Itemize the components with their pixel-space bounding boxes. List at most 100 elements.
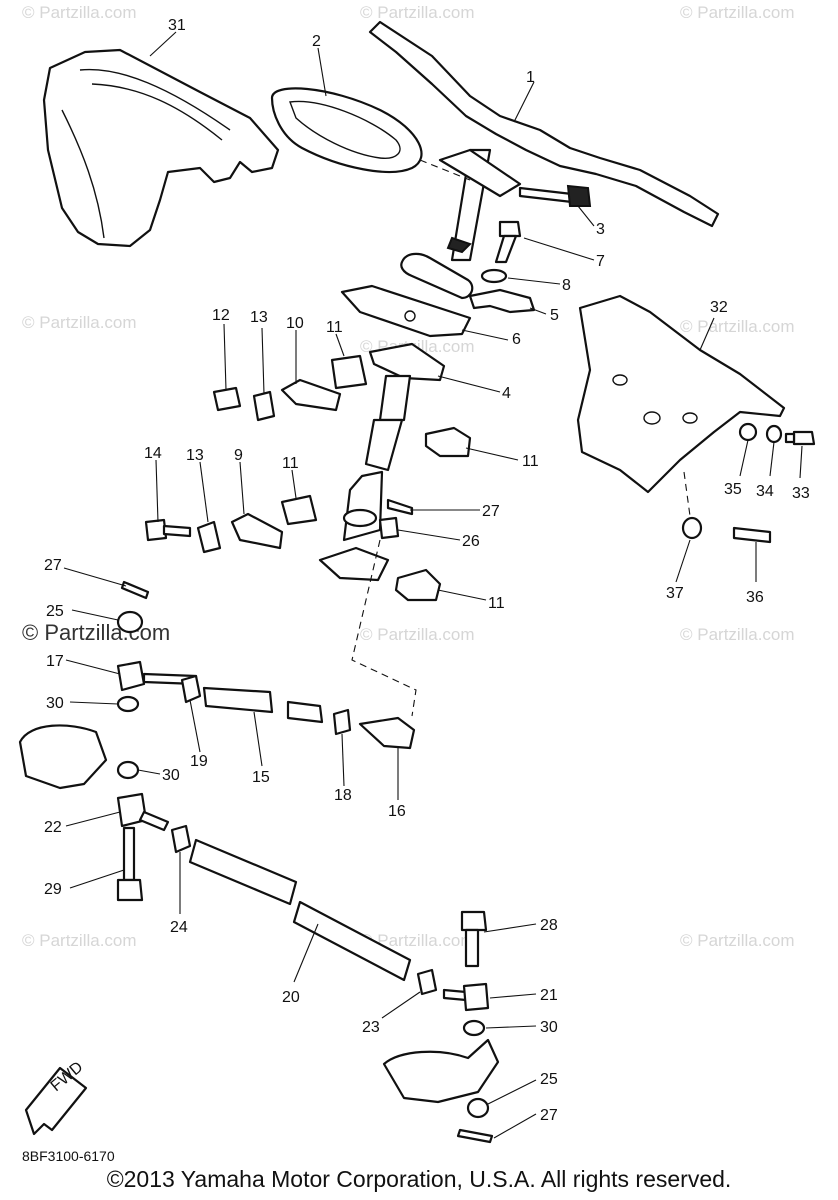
part-ball-joint-17 — [116, 660, 146, 692]
part-bushing-11c — [330, 354, 368, 390]
callout-16: 16 — [388, 803, 406, 820]
part-grommet-37 — [681, 516, 703, 540]
callout-13a: 13 — [250, 309, 268, 326]
part-washer-30b — [116, 760, 140, 780]
watermark-prominent: © Partzilla.com — [22, 620, 170, 645]
part-rod-15b — [286, 700, 324, 724]
callout-37: 37 — [666, 585, 684, 602]
callout-22: 22 — [44, 819, 62, 836]
fwd-arrow-icon: FWD — [24, 1059, 88, 1136]
callout-31: 31 — [168, 17, 186, 34]
callout-30a: 30 — [46, 695, 64, 712]
watermark: © Partzilla.com — [22, 313, 137, 332]
callout-10: 10 — [286, 315, 304, 332]
callout-12: 12 — [212, 307, 230, 324]
watermark: © Partzilla.com — [22, 3, 137, 22]
watermark: © Partzilla.com — [680, 625, 795, 644]
part-rod-20b — [292, 900, 412, 982]
callout-30c: 30 — [540, 1019, 558, 1036]
part-washer-30a — [116, 695, 140, 713]
callout-35: 35 — [724, 481, 742, 498]
part-washer-34 — [765, 424, 783, 444]
watermark: © Partzilla.com — [680, 931, 795, 950]
callout-13b: 13 — [186, 447, 204, 464]
watermark-layer: © Partzilla.com © Partzilla.com © Partzi… — [22, 3, 795, 950]
part-ball-joint-22-stud — [138, 810, 170, 832]
part-side-cover — [576, 294, 786, 494]
part-pin-27 — [386, 498, 414, 516]
leader-lines — [63, 31, 803, 1139]
callout-27c: 27 — [540, 1107, 558, 1124]
part-nut-12 — [212, 386, 242, 412]
part-nut-26 — [378, 516, 400, 540]
callout-11c: 11 — [282, 455, 299, 472]
callout-23: 23 — [362, 1019, 380, 1036]
part-nut-25a — [116, 610, 144, 634]
callout-18: 18 — [334, 787, 352, 804]
callout-24: 24 — [170, 919, 188, 936]
part-ball-joint-21-stud — [442, 988, 468, 1002]
callout-32: 32 — [710, 299, 728, 316]
callout-labels: 1 2 3 4 5 6 7 8 9 10 11 11 11 11 12 13 1… — [44, 17, 810, 1124]
callout-8: 8 — [562, 277, 571, 294]
part-steering-column — [318, 342, 446, 582]
part-bracket-plate — [340, 284, 472, 338]
callout-28: 28 — [540, 917, 558, 934]
part-bushing-11d — [280, 494, 318, 526]
part-bracket-9 — [230, 512, 284, 550]
callout-20: 20 — [282, 989, 300, 1006]
callout-7: 7 — [596, 253, 605, 270]
part-bushing-11b — [394, 568, 442, 602]
callout-34: 34 — [756, 483, 774, 500]
watermark: © Partzilla.com — [680, 3, 795, 22]
callout-36: 36 — [746, 589, 764, 606]
part-washer-30c — [462, 1019, 486, 1037]
callout-17: 17 — [46, 653, 64, 670]
part-bushing-11a — [424, 426, 472, 458]
part-nut-18 — [332, 708, 352, 736]
part-grip-pad — [270, 87, 423, 174]
part-pin-27a — [120, 580, 150, 600]
part-bolt-29-shank — [122, 826, 136, 882]
watermark: © Partzilla.com — [360, 931, 475, 950]
callout-25a: 25 — [46, 603, 64, 620]
watermark: © Partzilla.com — [22, 931, 137, 950]
callout-4: 4 — [502, 385, 511, 402]
part-bolt-7 — [494, 220, 522, 264]
part-nut-24 — [170, 824, 192, 854]
part-screw-36 — [732, 526, 772, 544]
part-rod-20a — [188, 838, 298, 906]
callout-11d: 11 — [488, 595, 505, 612]
part-clip-13b — [196, 520, 222, 554]
part-washer-8 — [480, 268, 508, 284]
part-bolt-28-shank — [464, 928, 480, 968]
callout-11b: 11 — [522, 453, 539, 470]
callout-25b: 25 — [540, 1071, 558, 1088]
callout-30b: 30 — [162, 767, 180, 784]
callout-3: 3 — [596, 221, 605, 238]
callout-11a: 11 — [326, 319, 343, 336]
part-nut-25b — [466, 1097, 490, 1119]
callout-14: 14 — [144, 445, 162, 462]
callout-19: 19 — [190, 753, 208, 770]
callout-21: 21 — [540, 987, 558, 1004]
callout-26: 26 — [462, 533, 480, 550]
part-bolt-29-head — [116, 878, 144, 902]
part-steering-arm — [18, 724, 108, 790]
part-ball-joint-16 — [358, 716, 416, 750]
watermark: © Partzilla.com — [680, 317, 795, 336]
part-bracket-10 — [280, 378, 342, 412]
callout-27b: 27 — [44, 557, 62, 574]
part-bolt-28-head — [460, 910, 488, 932]
copyright-notice: ©2013 Yamaha Motor Corporation, U.S.A. A… — [106, 1166, 732, 1192]
callout-2: 2 — [312, 33, 321, 50]
part-washer-35 — [738, 422, 758, 442]
part-nut-19 — [180, 674, 202, 704]
diagram-code: 8BF3100-6170 — [22, 1148, 115, 1164]
part-screw-33-head — [792, 430, 816, 446]
callout-33: 33 — [792, 485, 810, 502]
part-bolt-14-shank — [162, 524, 192, 538]
part-nut-23 — [416, 968, 438, 996]
callout-27a: 27 — [482, 503, 500, 520]
